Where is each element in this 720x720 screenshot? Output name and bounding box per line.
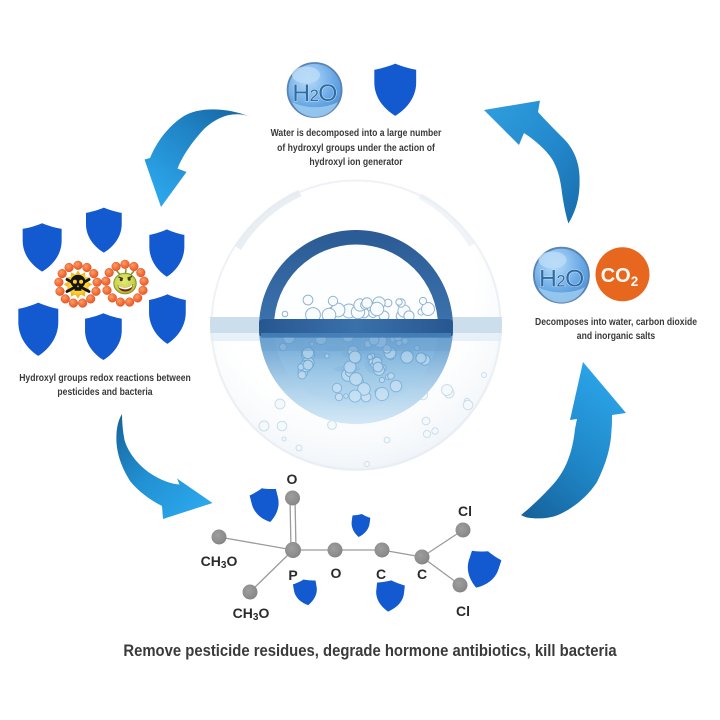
svg-text:O: O [287,471,298,487]
svg-text:C: C [417,566,427,582]
svg-text:CH3O: CH3O [201,553,238,571]
svg-text:Cl: Cl [456,603,470,619]
svg-text:P: P [288,567,297,583]
svg-text:C: C [376,566,386,582]
svg-text:O: O [331,565,342,581]
svg-text:CH3O: CH3O [233,605,270,623]
svg-text:Cl: Cl [458,503,472,519]
